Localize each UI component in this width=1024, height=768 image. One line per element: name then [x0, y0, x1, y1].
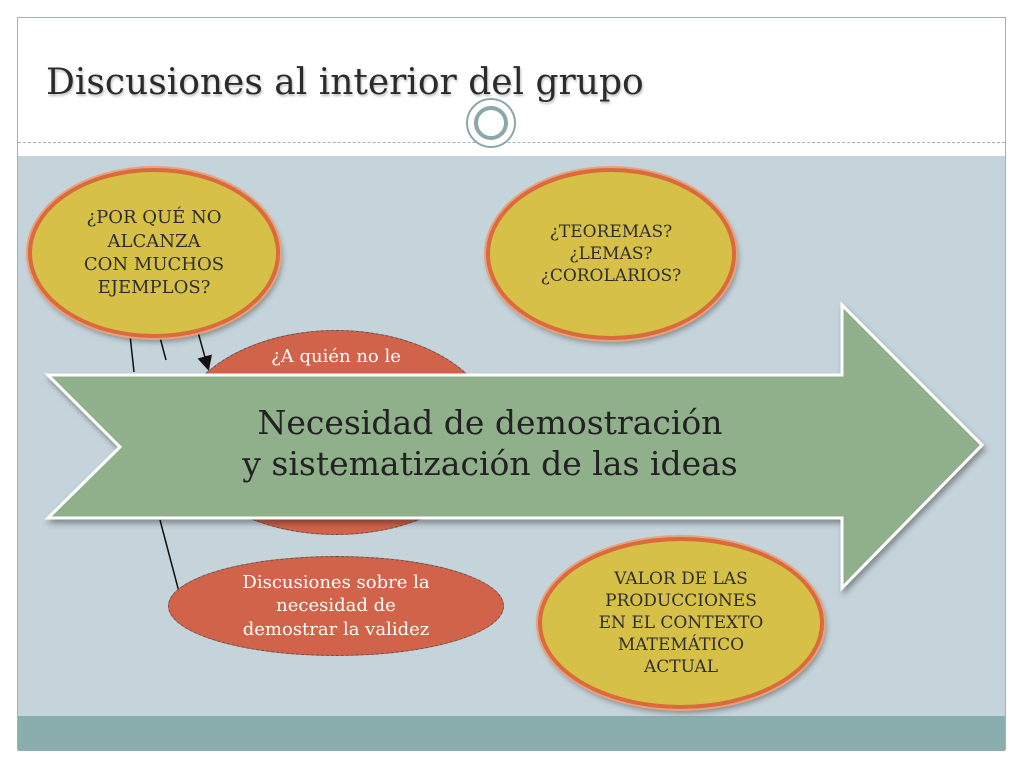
circle-ornament-inner: [474, 106, 508, 140]
central-arrow-text: Necesidad de demostración y sistematizac…: [242, 403, 738, 484]
connector-line-4: [129, 334, 135, 373]
footer-band: [18, 716, 1005, 751]
value-bubble: VALOR DE LAS PRODUCCIONES EN EL CONTEXTO…: [538, 537, 824, 709]
discussions-text: Discusiones sobre la necesidad de demost…: [242, 571, 430, 640]
why-not-examples-bubble: ¿POR QUÉ NO ALCANZA CON MUCHOS EJEMPLOS?: [28, 168, 280, 338]
slide-title: Discusiones al interior del grupo: [46, 62, 644, 103]
who-not-text: ¿A quién no le: [271, 346, 401, 367]
circle-ornament-icon: [466, 98, 516, 148]
value-text: VALOR DE LAS PRODUCCIONES EN EL CONTEXTO…: [598, 568, 764, 678]
theorems-text: ¿TEOREMAS? ¿LEMAS? ¿COROLARIOS?: [540, 221, 682, 287]
central-arrow-body: [44, 301, 985, 592]
theorems-bubble: ¿TEOREMAS? ¿LEMAS? ¿COROLARIOS?: [486, 168, 736, 340]
why-not-examples-text: ¿POR QUÉ NO ALCANZA CON MUCHOS EJEMPLOS?: [83, 207, 225, 299]
discussions-bubble: Discusiones sobre la necesidad de demost…: [168, 556, 504, 656]
title-divider: [18, 142, 1005, 143]
